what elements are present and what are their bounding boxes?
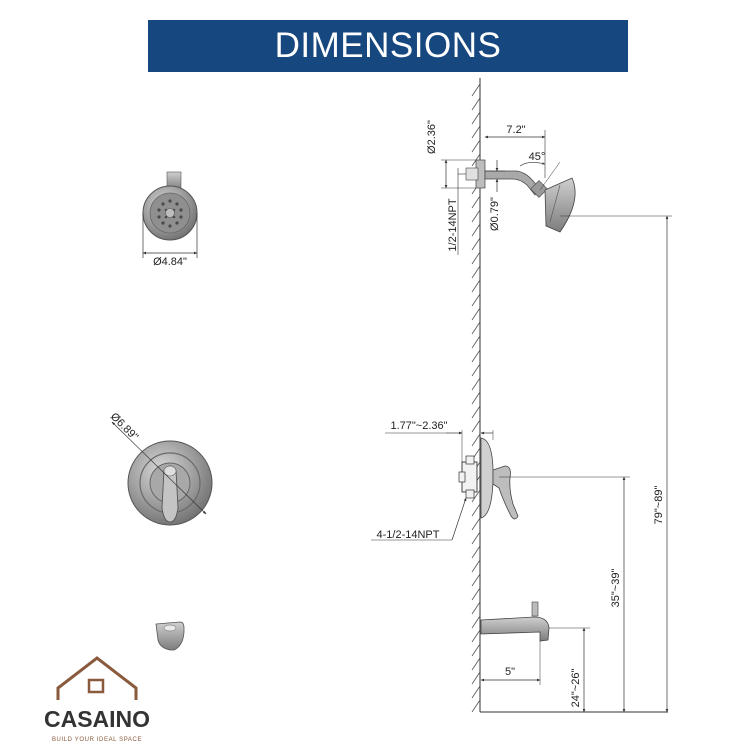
wall-hatch-line bbox=[471, 321, 481, 335]
wall-hatch-line bbox=[471, 559, 481, 573]
wall-hatch-line bbox=[471, 251, 481, 265]
wall-hatch-line bbox=[471, 279, 481, 293]
spout-length-dimension: 5" bbox=[480, 641, 541, 685]
brand-name: CASAINO bbox=[44, 706, 150, 732]
wall-hatch-line bbox=[471, 111, 481, 125]
wall-hatch-line bbox=[471, 643, 481, 657]
brand-tagline: BUILD YOUR IDEAL SPACE bbox=[52, 737, 142, 743]
shower-arm-side-view bbox=[465, 159, 576, 233]
valve-height-label: 35"~39" bbox=[610, 569, 622, 608]
valve-depth-dimension: 1.77"~2.36" bbox=[385, 420, 494, 462]
title-banner: DIMENSIONS bbox=[148, 20, 628, 72]
tub-spout-icon bbox=[155, 621, 185, 651]
wall-hatch-line bbox=[471, 223, 481, 237]
wall-hatch-line bbox=[471, 685, 481, 699]
arm-diameter-dimension: Ø0.79" bbox=[485, 160, 505, 231]
wall-hatch-line bbox=[471, 209, 481, 223]
tub-spout-side-view bbox=[480, 601, 550, 642]
valve-height-dimension: 35"~39" bbox=[499, 476, 630, 713]
wall-hatch-line bbox=[471, 195, 481, 209]
wall-hatch-line bbox=[471, 139, 481, 153]
wall-hatch-line bbox=[471, 489, 481, 503]
wall-hatch-line bbox=[471, 293, 481, 307]
wall-hatch-line bbox=[471, 503, 481, 517]
wall-hatch-line bbox=[471, 699, 481, 713]
house-logo-icon bbox=[56, 656, 138, 700]
arm-length-label: 7.2" bbox=[506, 124, 525, 136]
wall-hatch-line bbox=[471, 587, 481, 601]
wall-hatch-line bbox=[471, 601, 481, 615]
wall-hatch-line bbox=[471, 265, 481, 279]
arm-angle-dimension: 45° bbox=[519, 151, 561, 191]
spout-length-label: 5" bbox=[505, 666, 515, 678]
wall-hatch-line bbox=[471, 517, 481, 531]
arm-angle-label: 45° bbox=[529, 151, 546, 163]
wall-hatch-line bbox=[471, 97, 481, 111]
wall-hatch-line bbox=[471, 531, 481, 545]
valve-thread-dimension: 4-1/2-14NPT bbox=[371, 497, 467, 541]
wall-hatch-line bbox=[471, 307, 481, 321]
arm-diameter-label: Ø0.79" bbox=[489, 197, 501, 231]
head-diameter-label: Ø4.84" bbox=[153, 256, 187, 268]
wall-hatch-line bbox=[471, 363, 481, 377]
flange-diameter-dimension: Ø2.36" bbox=[426, 120, 476, 189]
wall-hatch-line bbox=[471, 405, 481, 419]
arm-length-dimension: 7.2" bbox=[484, 124, 546, 178]
head-height-label: 79"~89" bbox=[653, 486, 665, 525]
pipe-thread-label: 1/2-14NPT bbox=[447, 198, 459, 251]
head-height-dimension: 79"~89" bbox=[560, 215, 672, 713]
wall-hatch-line bbox=[471, 391, 481, 405]
wall-hatch-line bbox=[471, 573, 481, 587]
shower-head-icon bbox=[142, 171, 198, 241]
spout-height-label: 24"~26" bbox=[570, 669, 582, 708]
pipe-thread-dimension: 1/2-14NPT bbox=[447, 168, 466, 255]
flange-diameter-label: Ø2.36" bbox=[426, 120, 438, 154]
wall-hatch-line bbox=[471, 419, 481, 433]
head-diameter-dimension: Ø4.84" bbox=[142, 213, 198, 268]
spout-height-dimension: 24"~26" bbox=[549, 627, 590, 713]
wall-hatch-line bbox=[471, 83, 481, 97]
wall-hatch-line bbox=[471, 377, 481, 391]
wall-hatch-line bbox=[471, 671, 481, 685]
valve-trim-plate-icon bbox=[127, 440, 213, 526]
plate-diameter-label: Ø6.89" bbox=[108, 411, 141, 444]
wall-hatch-line bbox=[471, 125, 481, 139]
wall-hatch-line bbox=[471, 629, 481, 643]
wall-hatch-line bbox=[471, 657, 481, 671]
valve-depth-label: 1.77"~2.36" bbox=[390, 420, 447, 432]
wall-hatch-line bbox=[471, 349, 481, 363]
valve-thread-label: 4-1/2-14NPT bbox=[377, 529, 440, 541]
wall-hatch-line bbox=[471, 545, 481, 559]
wall-hatch-line bbox=[471, 335, 481, 349]
banner-title: DIMENSIONS bbox=[274, 26, 502, 65]
wall-hatch-line bbox=[471, 237, 481, 251]
valve-side-view bbox=[458, 437, 519, 520]
wall-hatch-line bbox=[471, 433, 481, 447]
wall-hatch-line bbox=[471, 615, 481, 629]
